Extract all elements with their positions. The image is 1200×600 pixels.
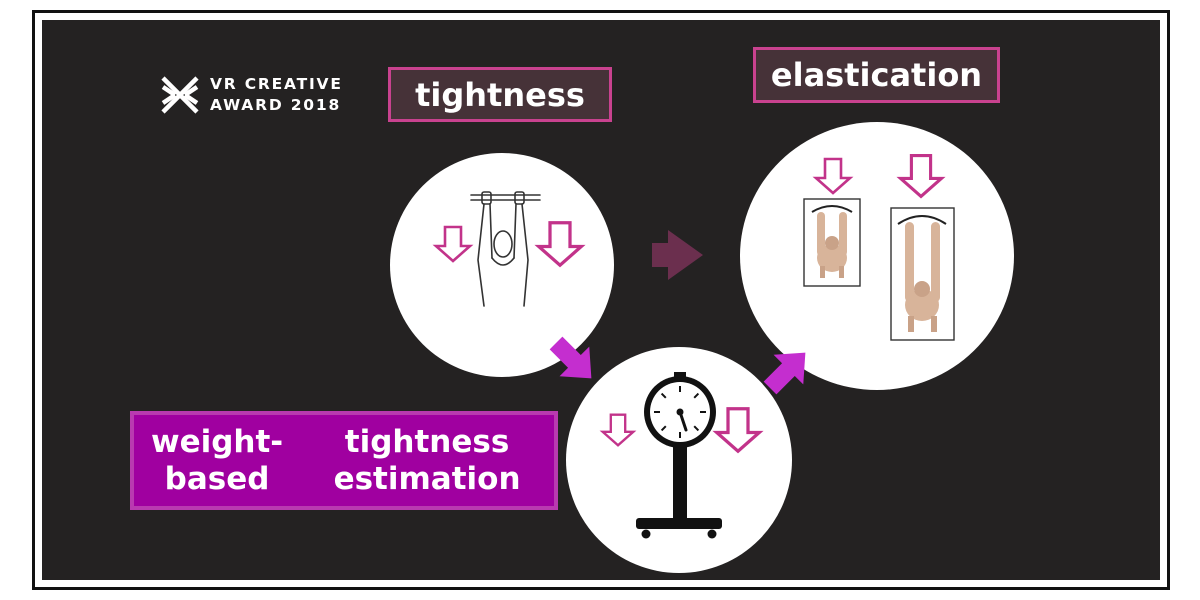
down-arrow-icon bbox=[434, 225, 472, 263]
logo-line-1: VR CREATIVE bbox=[210, 75, 343, 93]
vr-creative-award-logo: VR CREATIVE AWARD 2018 bbox=[160, 74, 343, 116]
down-arrow-icon bbox=[537, 221, 583, 267]
right-arrow-icon bbox=[549, 336, 592, 379]
hanging-figure-icon bbox=[890, 207, 955, 341]
down-arrow-icon bbox=[715, 407, 761, 453]
weight-label-line-1: weight-based bbox=[150, 423, 284, 497]
weight-label-line-2: tightness estimation bbox=[333, 423, 521, 497]
right-arrow-icon bbox=[763, 352, 806, 395]
hanging-figure-icon bbox=[470, 191, 541, 307]
elastication-label: elastication bbox=[753, 47, 1000, 103]
weight-based-tightness-estimation-label: weight-based tightness estimation bbox=[130, 411, 558, 510]
down-arrow-icon bbox=[814, 157, 852, 195]
hanging-figure-icon bbox=[803, 198, 861, 287]
x-logo-icon bbox=[161, 76, 199, 114]
elastication-circle bbox=[740, 122, 1014, 390]
tightness-label: tightness bbox=[388, 67, 612, 122]
right-arrow-icon bbox=[652, 230, 703, 280]
down-arrow-icon bbox=[601, 413, 635, 447]
weighing-scale-icon bbox=[636, 372, 722, 539]
down-arrow-icon bbox=[899, 154, 943, 198]
logo-line-2: AWARD 2018 bbox=[210, 96, 342, 114]
